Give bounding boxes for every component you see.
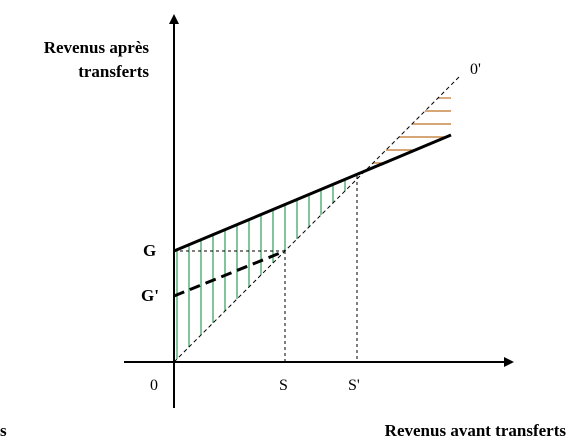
y-axis-label-line2: transferts: [78, 62, 149, 81]
s-label: S: [279, 377, 288, 394]
y-axis-label-line1: Revenus après: [44, 38, 150, 57]
g-label: G: [143, 241, 156, 260]
origin-label: 0: [150, 377, 158, 394]
orange-hatching-region: [373, 97, 451, 164]
x-axis-label: Revenus avant transferts: [385, 421, 567, 440]
s-prime-label: S': [348, 377, 360, 394]
diagonal-label: 0': [470, 61, 481, 78]
x-axis-label-fragment-left: s: [0, 421, 7, 440]
g-schedule-line: [173, 133, 452, 253]
green-hatching-region: [176, 179, 346, 359]
diagonal-45-line: [173, 75, 461, 363]
g-prime-schedule-line: [173, 249, 286, 298]
g-prime-label: G': [141, 286, 159, 305]
